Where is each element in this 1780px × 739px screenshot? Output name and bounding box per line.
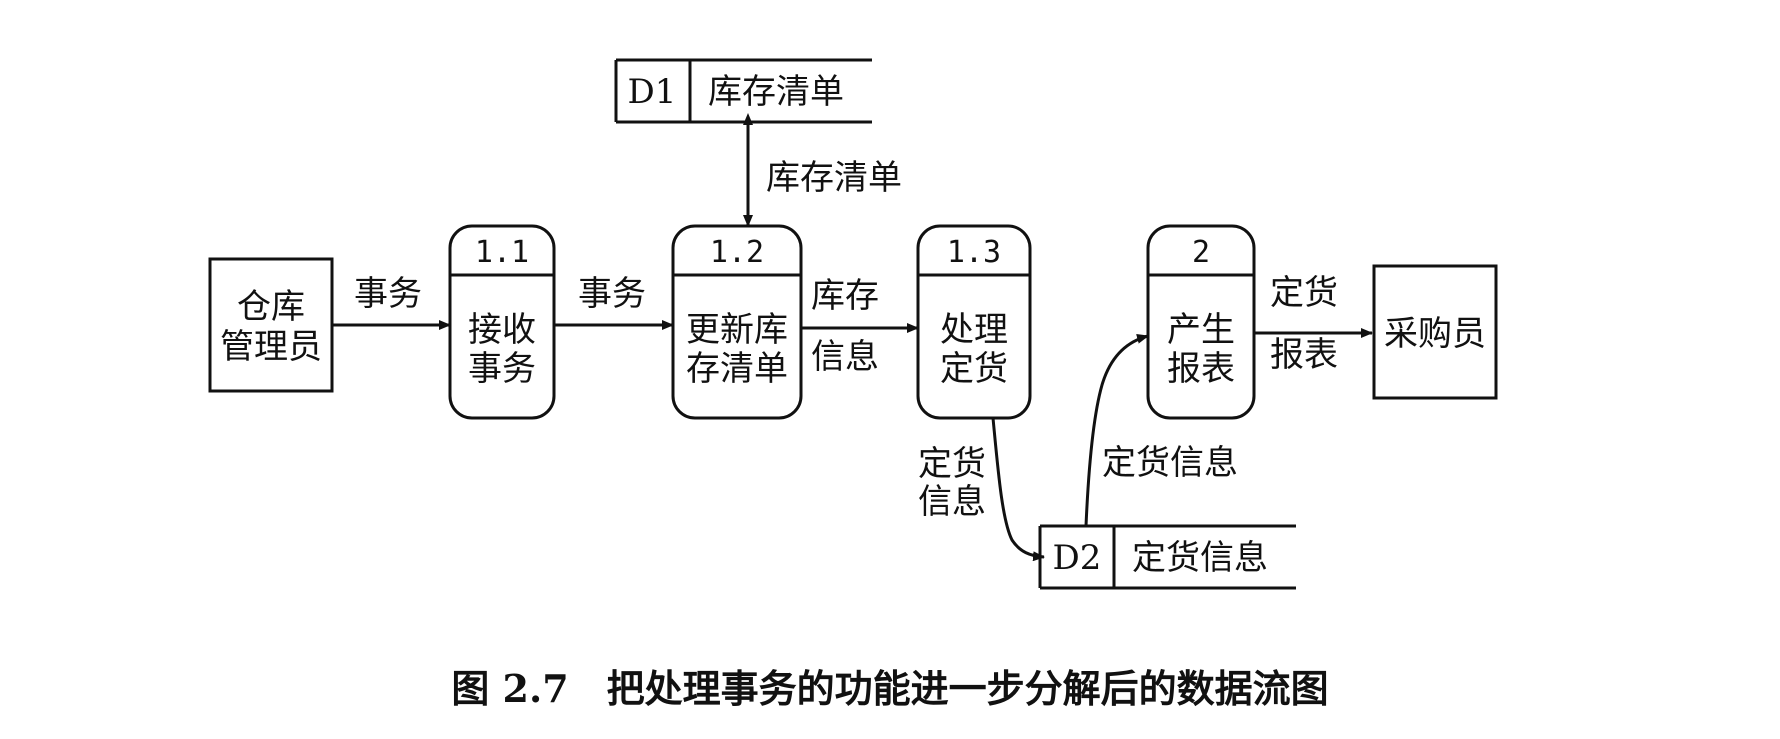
entity-warehouse-manager-line1: 仓库 (237, 287, 305, 327)
process-1-3-line1: 处理 (940, 310, 1008, 350)
flow-d1-p12: 库存清单 (743, 113, 902, 227)
flow-p13-to-d2-label-line2: 信息 (918, 482, 986, 522)
store-d2-id: D2 (1053, 538, 1102, 578)
flow-manager-to-p11-label: 事务 (354, 274, 422, 314)
entity-buyer-label: 采购员 (1384, 314, 1486, 354)
process-2-id: 2 (1192, 235, 1210, 270)
process-2-line2: 报表 (1167, 349, 1235, 389)
entity-warehouse-manager-line2: 管理员 (220, 327, 322, 367)
flow-p13-to-d2-label-line1: 定货 (918, 444, 986, 484)
flow-p2-to-buyer: 定货 报表 (1254, 273, 1373, 375)
process-2: 2 产生 报表 (1146, 224, 1256, 420)
process-1-1-line1: 接收 (468, 310, 536, 350)
store-d2-name: 定货信息 (1132, 538, 1268, 578)
store-d2: D2 定货信息 (1038, 524, 1296, 590)
process-1-3-id: 1.3 (947, 235, 1001, 270)
process-1-1: 1.1 接收 事务 (448, 224, 556, 420)
flow-manager-to-p11: 事务 (332, 274, 451, 330)
process-1-1-id: 1.1 (475, 235, 529, 270)
process-1-2: 1.2 更新库 存清单 (671, 224, 803, 420)
flow-p11-to-p12: 事务 (554, 274, 674, 330)
flow-d2-to-p2: 定货信息 (1084, 333, 1238, 527)
flow-p12-to-p13: 库存 信息 (801, 276, 919, 377)
flow-p12-to-p13-label-line2: 信息 (811, 337, 879, 377)
process-1-1-line2: 事务 (468, 349, 536, 389)
entity-warehouse-manager: 仓库 管理员 (208, 257, 334, 393)
process-1-2-id: 1.2 (710, 235, 764, 270)
figure-caption: 图 2.7 把处理事务的功能进一步分解后的数据流图 (451, 666, 1328, 711)
flow-d1-p12-label: 库存清单 (766, 158, 902, 198)
process-1-3-line2: 定货 (940, 349, 1008, 389)
store-d1-name: 库存清单 (708, 72, 844, 112)
flow-p2-to-buyer-label-line2: 报表 (1270, 335, 1338, 375)
process-1-2-line2: 存清单 (686, 349, 788, 389)
entity-buyer: 采购员 (1372, 264, 1498, 400)
store-d1: D1 库存清单 (614, 58, 872, 124)
process-2-line1: 产生 (1167, 310, 1235, 350)
store-d1-id: D1 (628, 72, 677, 112)
flow-d2-to-p2-label: 定货信息 (1102, 443, 1238, 483)
flow-p12-to-p13-label-line1: 库存 (811, 276, 879, 316)
flow-p11-to-p12-label: 事务 (578, 274, 646, 314)
process-1-3: 1.3 处理 定货 (916, 224, 1032, 420)
process-1-2-line1: 更新库 (686, 310, 788, 350)
flow-p2-to-buyer-label-line1: 定货 (1270, 273, 1338, 313)
flow-p13-to-d2: 定货 信息 (918, 417, 1045, 562)
